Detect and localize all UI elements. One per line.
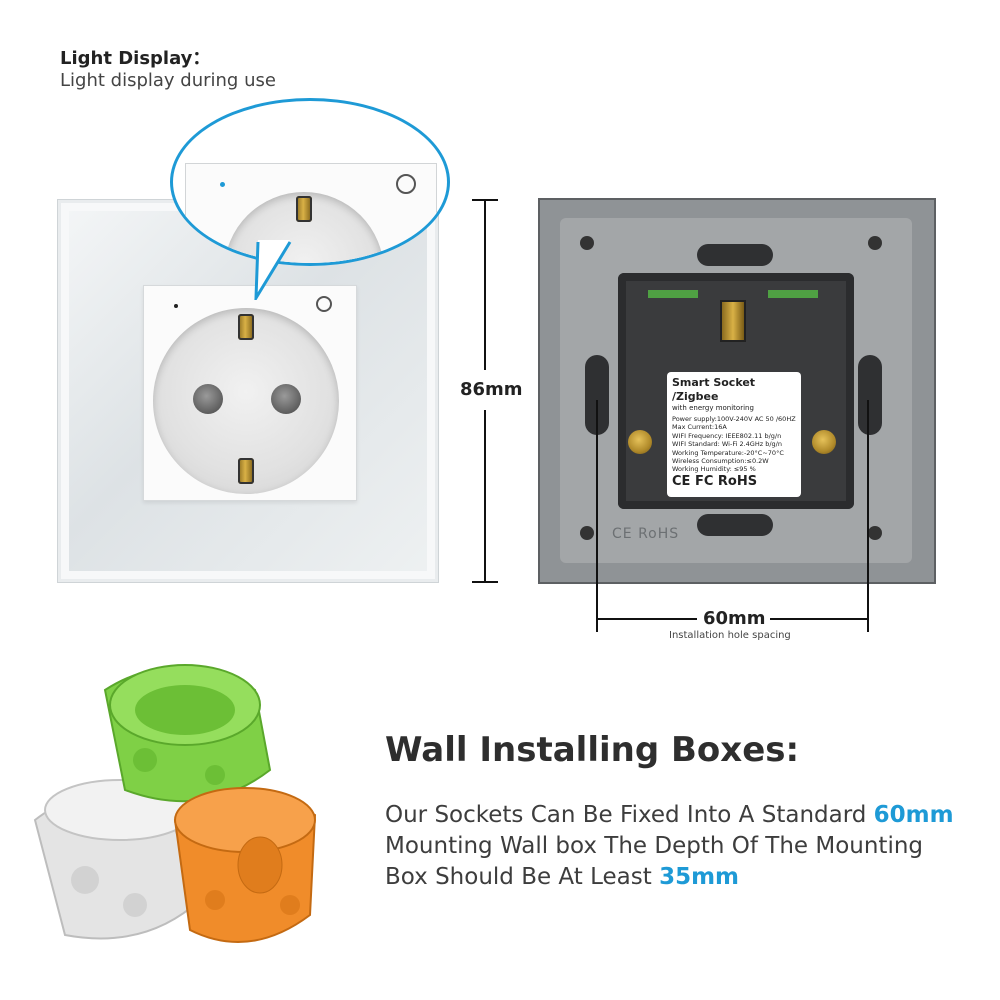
dim-60-line-left	[597, 618, 697, 620]
wall-text-1: Our Sockets Can Be Fixed Into A Standard	[385, 802, 874, 828]
wall-text-line-1: Our Sockets Can Be Fixed Into A Standard…	[385, 802, 954, 828]
spec-line: WIFI Standard: Wi-Fi 2.4GHz b/g/n	[672, 440, 782, 449]
terminal-screw	[812, 430, 836, 454]
led-indicator-icon	[174, 304, 178, 308]
certification-marks: CE FC RoHS	[672, 473, 758, 489]
touch-ring-zoom-icon	[396, 174, 416, 194]
green-wall-box	[103, 664, 272, 803]
green-terminal	[768, 290, 818, 298]
dim-86-line-upper	[484, 200, 486, 370]
light-display-title: Light Display：	[60, 48, 211, 69]
white-wall-box	[33, 779, 202, 940]
socket-cup	[153, 308, 339, 494]
accent-35mm: 35mm	[659, 864, 740, 890]
bubble-tail	[254, 240, 292, 300]
front-socket-module	[143, 285, 357, 501]
dim-60-label: 60mm	[703, 608, 766, 629]
dim-60-sublabel: Installation hole spacing	[669, 630, 791, 641]
spec-line: Working Humidity: ≤95 %	[672, 465, 756, 474]
dim-86-bottom-tick	[472, 581, 498, 583]
spec-line: WIFI Frequency: IEEE802.11 b/g/n	[672, 431, 782, 440]
zoom-socket-cup	[224, 192, 384, 263]
dim-86-line-lower	[484, 410, 486, 582]
wall-boxes-illustration	[33, 664, 317, 943]
light-display-subtitle: Light display during use	[60, 70, 276, 91]
wall-text-line-2: Mounting Wall box The Depth Of The Mount…	[385, 833, 924, 859]
spec-line: Working Temperature:-20°C~70°C	[672, 448, 784, 457]
wall-text-line-3: Box Should Be At Least 35mm	[385, 864, 739, 890]
mount-slot-bottom	[697, 514, 773, 536]
accent-60mm: 60mm	[873, 802, 954, 828]
spec-label: Smart Socket /Zigbee with energy monitor…	[667, 372, 801, 497]
spec-label-title: Smart Socket /Zigbee	[672, 376, 756, 403]
corner-hole	[868, 526, 882, 540]
touch-ring-icon	[316, 296, 332, 312]
dim-86-label: 86mm	[460, 379, 523, 400]
spec-line: Wireless Consumption:≤0.2W	[672, 457, 769, 466]
dim-60-line-right	[770, 618, 868, 620]
zoom-clip	[296, 196, 312, 222]
dim-60-right-line	[867, 400, 869, 632]
spec-label-subtitle: with energy monitoring	[672, 404, 754, 412]
corner-hole	[580, 526, 594, 540]
dim-60-left-line	[596, 400, 598, 632]
mount-slot-right	[858, 355, 882, 435]
green-terminal	[648, 290, 698, 298]
ground-clip-top	[238, 314, 254, 340]
pin-hole-right	[271, 384, 301, 414]
orange-wall-box	[173, 787, 317, 943]
ground-terminal	[720, 300, 746, 342]
wall-text-3: Box Should Be At Least	[385, 864, 660, 890]
pin-hole-left	[193, 384, 223, 414]
zoom-bubble	[170, 98, 450, 266]
back-emboss: CE RoHS	[612, 526, 680, 542]
wall-boxes-title: Wall Installing Boxes:	[385, 730, 800, 770]
ground-clip-bottom	[238, 458, 254, 484]
terminal-screw	[628, 430, 652, 454]
zoom-module-detail	[185, 163, 437, 263]
mount-slot-top	[697, 244, 773, 266]
led-on-icon	[220, 182, 225, 187]
spec-line: Power supply:100V-240V AC 50 /60HZ	[672, 415, 796, 423]
corner-hole	[580, 236, 594, 250]
corner-hole	[868, 236, 882, 250]
spec-line: Max Current:16A	[672, 423, 727, 432]
